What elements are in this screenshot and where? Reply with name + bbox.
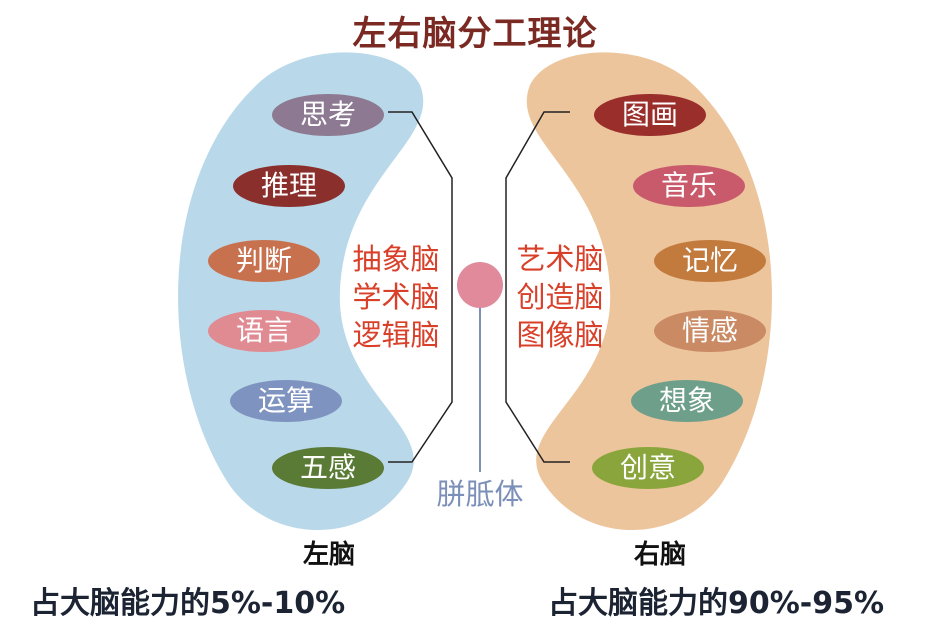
left-bracket-line xyxy=(388,111,453,463)
left-function-pill: 判断 xyxy=(208,240,320,282)
corpus-callosum-label: 胼胝体 xyxy=(436,477,524,511)
right-brain-type: 图像脑 xyxy=(516,318,604,352)
left-function-pill: 五感 xyxy=(272,447,384,489)
left-brain-types: 抽象脑 学术脑 逻辑脑 xyxy=(341,240,451,354)
left-brain-type: 抽象脑 xyxy=(352,242,440,276)
left-function-pill: 运算 xyxy=(230,380,342,422)
left-brain-label: 左脑 xyxy=(302,540,355,570)
right-function-pill: 记忆 xyxy=(654,240,766,282)
left-function-pill: 思考 xyxy=(272,94,384,136)
right-function-pill: 音乐 xyxy=(633,165,745,207)
right-brain-label: 右脑 xyxy=(633,540,686,570)
right-brain-type: 创造脑 xyxy=(516,280,604,314)
left-brain-type: 学术脑 xyxy=(352,280,440,314)
right-brain-types: 艺术脑 创造脑 图像脑 xyxy=(505,240,615,354)
left-function-pill: 语言 xyxy=(208,310,320,352)
corpus-callosum-dot xyxy=(457,262,503,308)
right-brain-type: 艺术脑 xyxy=(516,242,604,276)
right-function-pill: 想象 xyxy=(631,380,743,422)
right-function-pill: 图画 xyxy=(594,94,706,136)
right-bracket-line xyxy=(505,111,570,463)
left-brain-type: 逻辑脑 xyxy=(352,318,440,352)
diagram-title: 左右脑分工理论 xyxy=(352,14,598,54)
right-function-pill: 情感 xyxy=(654,310,766,352)
left-function-pill: 推理 xyxy=(233,165,345,207)
right-brain-capacity: 占大脑能力的90%-95% xyxy=(548,586,885,621)
right-function-pill: 创意 xyxy=(592,447,704,489)
left-brain-capacity: 占大脑能力的5%-10% xyxy=(30,586,346,621)
